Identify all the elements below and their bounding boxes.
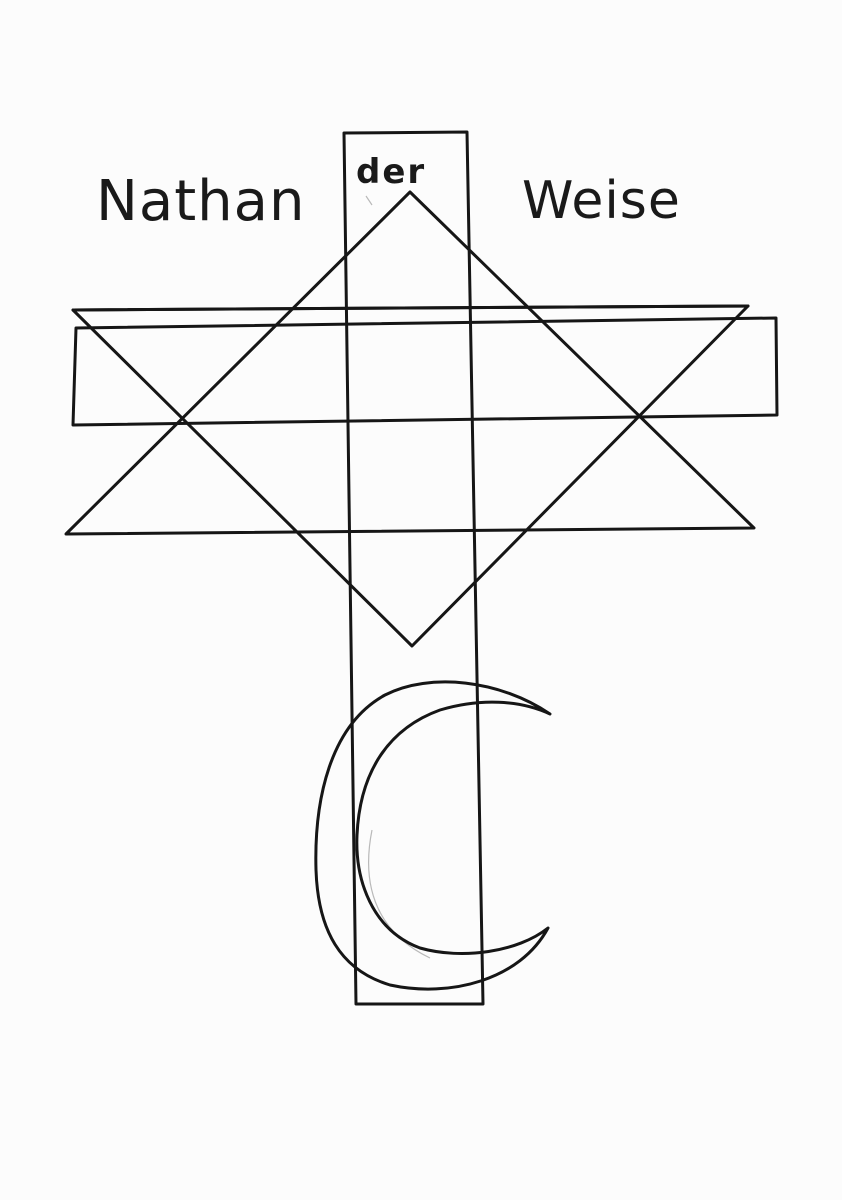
title-word-weise: Weise [522,171,681,231]
title-word-nathan: Nathan [96,169,305,234]
cross-horizontal-beam [71,316,779,427]
crescent-sketch-line [368,829,431,959]
star-triangle-up [64,190,756,536]
star-triangle-down [71,304,750,648]
sketch-mark [365,195,373,206]
cross-vertical-beam [342,130,485,1006]
title-word-der: der [356,152,426,192]
crescent-moon-shape [314,680,552,991]
